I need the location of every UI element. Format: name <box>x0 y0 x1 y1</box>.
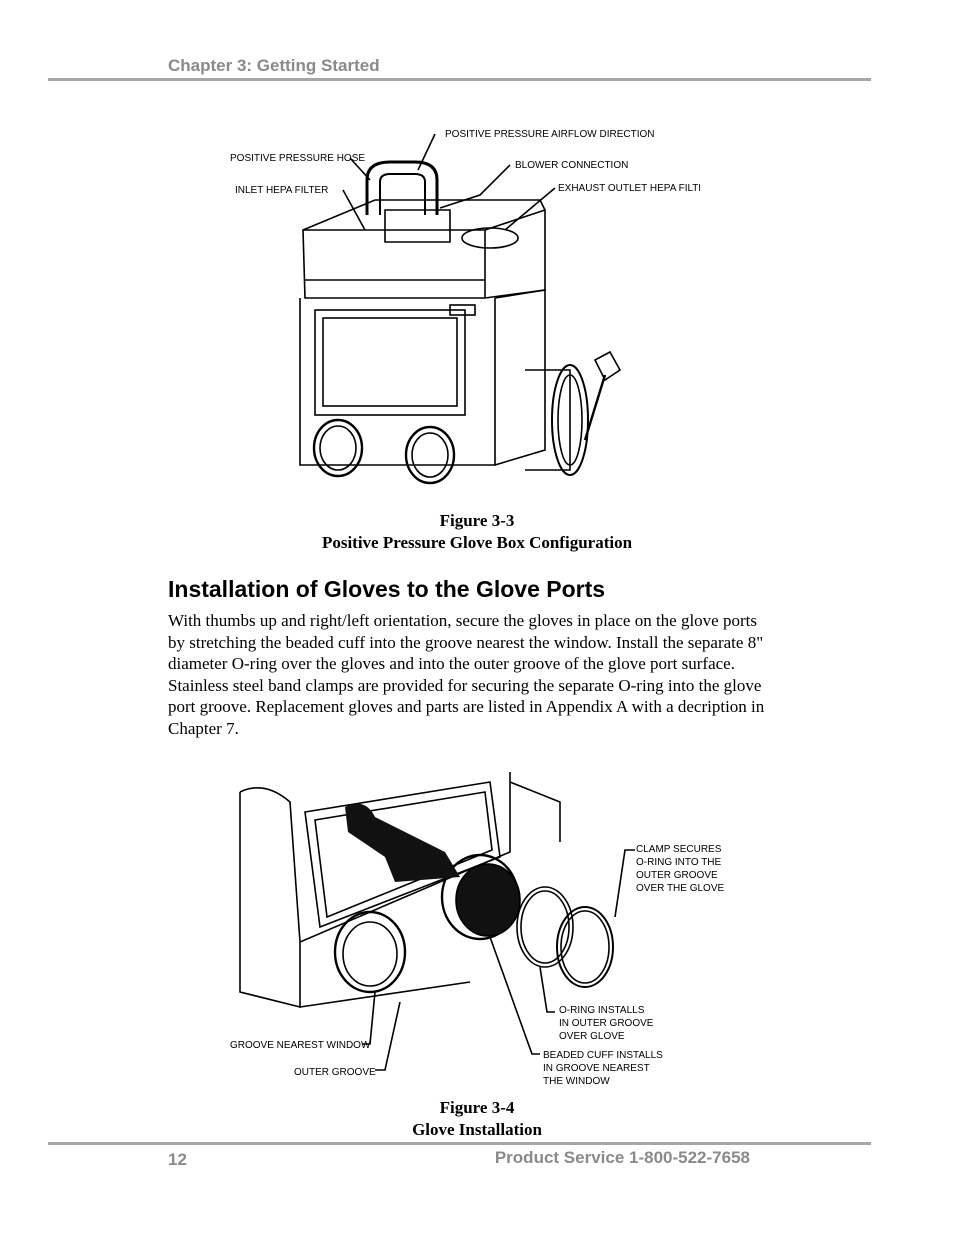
figure-3-3-title: Positive Pressure Glove Box Configuratio… <box>321 533 633 552</box>
chapter-header: Chapter 3: Getting Started <box>168 56 380 75</box>
label-oring-1: O-RING INSTALLS <box>559 1005 645 1016</box>
section-body: With thumbs up and right/left orientatio… <box>168 611 765 738</box>
figure-3-3-number: Figure 3-3 <box>439 511 515 530</box>
label-cuff-3: THE WINDOW <box>543 1076 610 1087</box>
figure-3-3-illustration: POSITIVE PRESSURE AIRFLOW DIRECTION POSI… <box>230 129 700 485</box>
product-service-footer: Product Service 1-800-522-7658 <box>494 1148 750 1167</box>
label-outer-groove: OUTER GROOVE <box>294 1067 376 1078</box>
footer-rule <box>48 1142 871 1145</box>
label-groove-nearest-window: GROOVE NEAREST WINDOW <box>230 1040 371 1051</box>
header-rule <box>48 78 871 81</box>
label-positive-pressure-hose: POSITIVE PRESSURE HOSE <box>230 153 365 164</box>
figure-3-4-number: Figure 3-4 <box>439 1098 515 1117</box>
label-exhaust-outlet-hepa-filter: EXHAUST OUTLET HEPA FILTER <box>558 183 700 194</box>
label-clamp-2: O-RING INTO THE <box>636 857 722 868</box>
label-cuff-1: BEADED CUFF INSTALLS <box>543 1050 663 1061</box>
label-inlet-hepa-filter: INLET HEPA FILTER <box>235 185 328 196</box>
figure-3-4-title: Glove Installation <box>412 1120 542 1139</box>
label-airflow-direction: POSITIVE PRESSURE AIRFLOW DIRECTION <box>445 129 654 140</box>
page-number: 12 <box>168 1150 187 1169</box>
section-heading: Installation of Gloves to the Glove Port… <box>168 576 606 602</box>
label-blower-connection: BLOWER CONNECTION <box>515 160 628 171</box>
label-clamp-1: CLAMP SECURES <box>636 844 722 855</box>
label-cuff-2: IN GROOVE NEAREST <box>543 1063 650 1074</box>
figure-3-4-illustration: CLAMP SECURES O-RING INTO THE OUTER GROO… <box>230 772 725 1087</box>
label-oring-3: OVER GLOVE <box>559 1031 625 1042</box>
label-clamp-4: OVER THE GLOVE <box>636 883 725 894</box>
label-oring-2: IN OUTER GROOVE <box>559 1018 654 1029</box>
label-clamp-3: OUTER GROOVE <box>636 870 718 881</box>
